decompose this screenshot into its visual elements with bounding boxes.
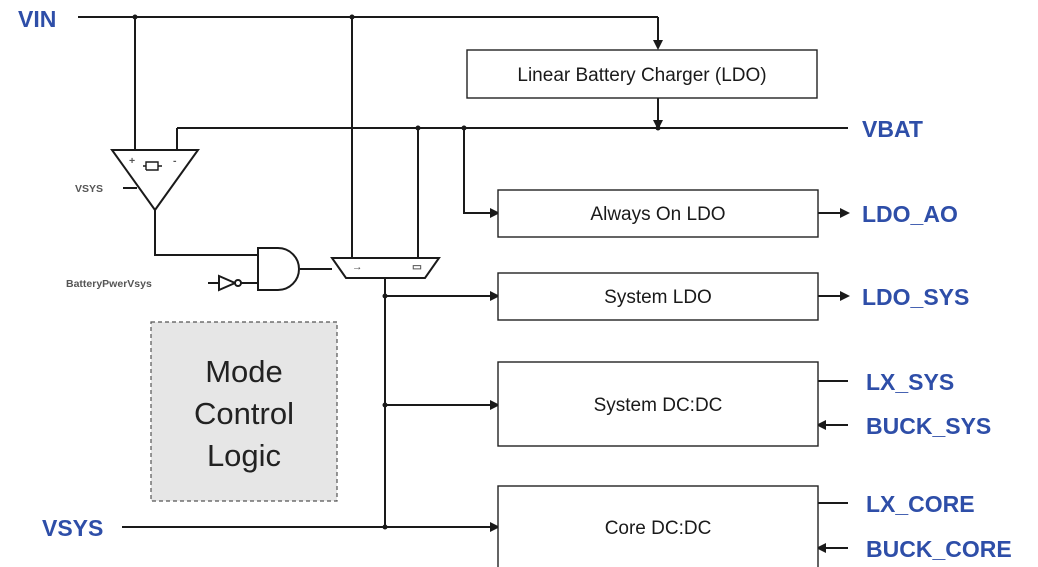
buck-sys-pin-label: BUCK_SYS — [866, 413, 991, 439]
charger-label: Linear Battery Charger (LDO) — [517, 65, 766, 86]
junction-dot — [382, 524, 388, 530]
always-on-label: Always On LDO — [590, 204, 725, 225]
junction-dot — [382, 402, 388, 408]
mux-input-b-label: ▭ — [412, 261, 422, 273]
inverter — [218, 274, 242, 292]
ldo-ao-pin-label: LDO_AO — [862, 201, 958, 227]
comparator-minus-label: - — [173, 155, 177, 167]
lx-core-pin-label: LX_CORE — [866, 491, 975, 517]
mux-input-a-label: → — [352, 261, 363, 273]
vsys-pin-label: VSYS — [42, 515, 103, 541]
and-gate — [257, 247, 300, 291]
junction-dot — [461, 125, 467, 131]
buck-core-pin-label: BUCK_CORE — [866, 536, 1012, 562]
junction-dot — [132, 14, 138, 20]
vin-pin-label: VIN — [18, 6, 56, 32]
power-mux: → ▭ — [330, 257, 441, 279]
mode-label: Mode — [205, 354, 283, 389]
system-dcdc-label: System DC:DC — [594, 395, 723, 416]
lx-sys-pin-label: LX_SYS — [866, 369, 954, 395]
junction-dot — [349, 14, 355, 20]
linear-battery-charger-block: Linear Battery Charger (LDO) — [466, 49, 818, 99]
junction-dot — [655, 125, 661, 131]
mode-control-logic: Mode Control Logic — [150, 321, 338, 502]
comparator-plus-label: + — [129, 155, 135, 167]
comparator-to-and-wire — [154, 210, 258, 256]
comparator-vsys-label: VSYS — [75, 183, 103, 195]
core-dcdc-label: Core DC:DC — [605, 518, 712, 539]
always-on-ldo-block: Always On LDO — [497, 189, 819, 238]
system-ldo-block: System LDO — [497, 272, 819, 321]
junction-dot — [415, 125, 421, 131]
hysteresis-icon — [143, 161, 162, 171]
ldo-sys-pin-label: LDO_SYS — [862, 284, 969, 310]
vbat-pin-label: VBAT — [862, 116, 923, 142]
core-dcdc-block: Core DC:DC — [497, 485, 819, 567]
comparator: + - — [110, 149, 200, 212]
battery-pwr-vsys-label: BatteryPwerVsys — [66, 278, 152, 290]
logic-label: Logic — [207, 438, 281, 473]
system-dcdc-block: System DC:DC — [497, 361, 819, 447]
junction-dot — [382, 293, 388, 299]
control-label: Control — [194, 396, 294, 431]
system-ldo-label: System LDO — [604, 287, 712, 308]
vbat-to-always-on-wire — [463, 128, 500, 218]
